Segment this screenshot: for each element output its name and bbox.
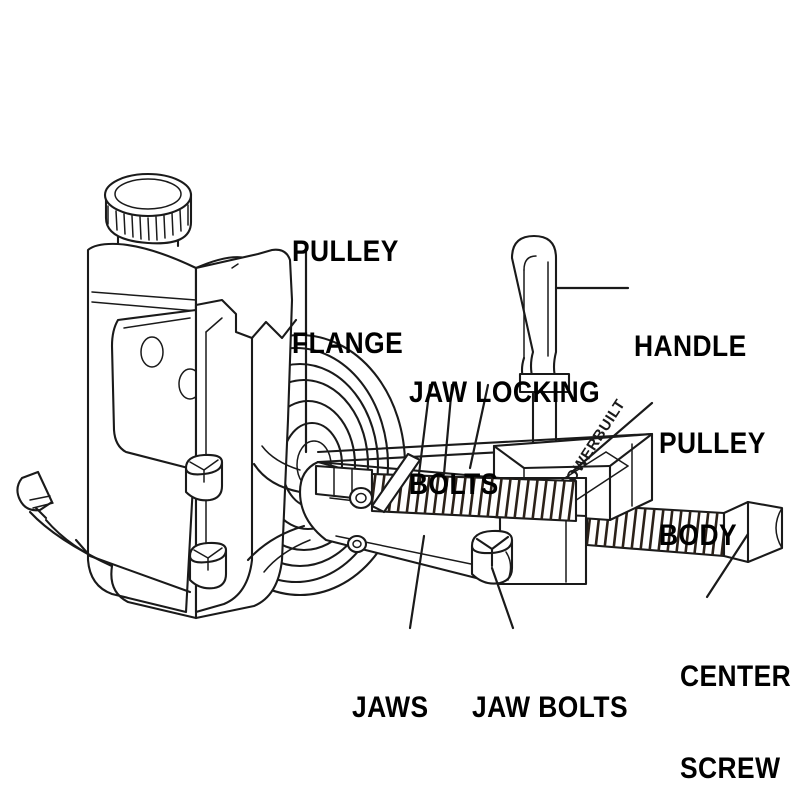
handle-collar: [518, 372, 571, 394]
leader-jaw-bolts: [490, 566, 515, 630]
jaw-hooks: [246, 445, 311, 573]
label-jaw-locking-line1: JAW LOCKING: [409, 376, 601, 410]
label-jaw-locking-bolts: JAW LOCKING BOLTS: [409, 317, 600, 562]
housing-bolt-upper: [184, 453, 224, 502]
label-center-screw: CENTER SCREW: [680, 601, 791, 800]
cap-knurl: [107, 204, 189, 241]
tool-back-rail: [316, 432, 654, 454]
label-pulley-body-line1: PULLEY: [659, 427, 766, 461]
label-handle-line1: HANDLE: [634, 330, 747, 364]
handle: [510, 234, 558, 384]
housing-edge-zigzag: [250, 318, 298, 340]
housing-skirt: [110, 564, 198, 620]
label-pulley-flange-line1: PULLEY: [292, 235, 399, 269]
label-center-screw-line1: CENTER: [680, 660, 792, 694]
jaw-bolts: [470, 529, 514, 585]
label-jaws: JAWS: [352, 632, 429, 785]
leader-center-screw: [705, 532, 750, 599]
mounting-bracket: [110, 308, 202, 472]
label-jaw-bolts-line1: JAW BOLTS: [472, 691, 629, 725]
leader-jaw-locking-1: [416, 383, 432, 484]
leader-pulley-body: [570, 401, 654, 474]
label-center-screw-line2: SCREW: [680, 751, 781, 785]
pump-front-face: [194, 298, 254, 614]
jaw-threaded-rod: [370, 452, 578, 523]
reservoir-cap: [103, 172, 193, 245]
power-steering-pump: [16, 172, 407, 620]
label-jaws-line1: JAWS: [352, 691, 429, 725]
jaw-locking-bolts: [346, 486, 374, 554]
label-pulley-flange: PULLEY FLANGE: [292, 176, 403, 421]
leader-jaws: [408, 534, 426, 630]
hose-fitting: [16, 470, 192, 594]
label-jaw-locking-line2: BOLTS: [409, 467, 499, 501]
leader-jaw-locking-3: [468, 383, 490, 470]
housing-bolt-lower: [188, 541, 228, 590]
housing-bolts: [184, 453, 228, 590]
label-pulley-body-line2: BODY: [659, 518, 738, 552]
leader-jaw-locking-2: [442, 383, 454, 476]
leader-lines: [304, 250, 750, 630]
pulley-puller-tool: POWERBUILT: [246, 234, 784, 586]
label-handle: HANDLE: [634, 271, 747, 424]
label-pulley-flange-line2: FLANGE: [292, 326, 404, 360]
label-pulley-body: PULLEY BODY: [659, 368, 766, 613]
label-jaw-bolts: JAW BOLTS: [472, 632, 628, 785]
